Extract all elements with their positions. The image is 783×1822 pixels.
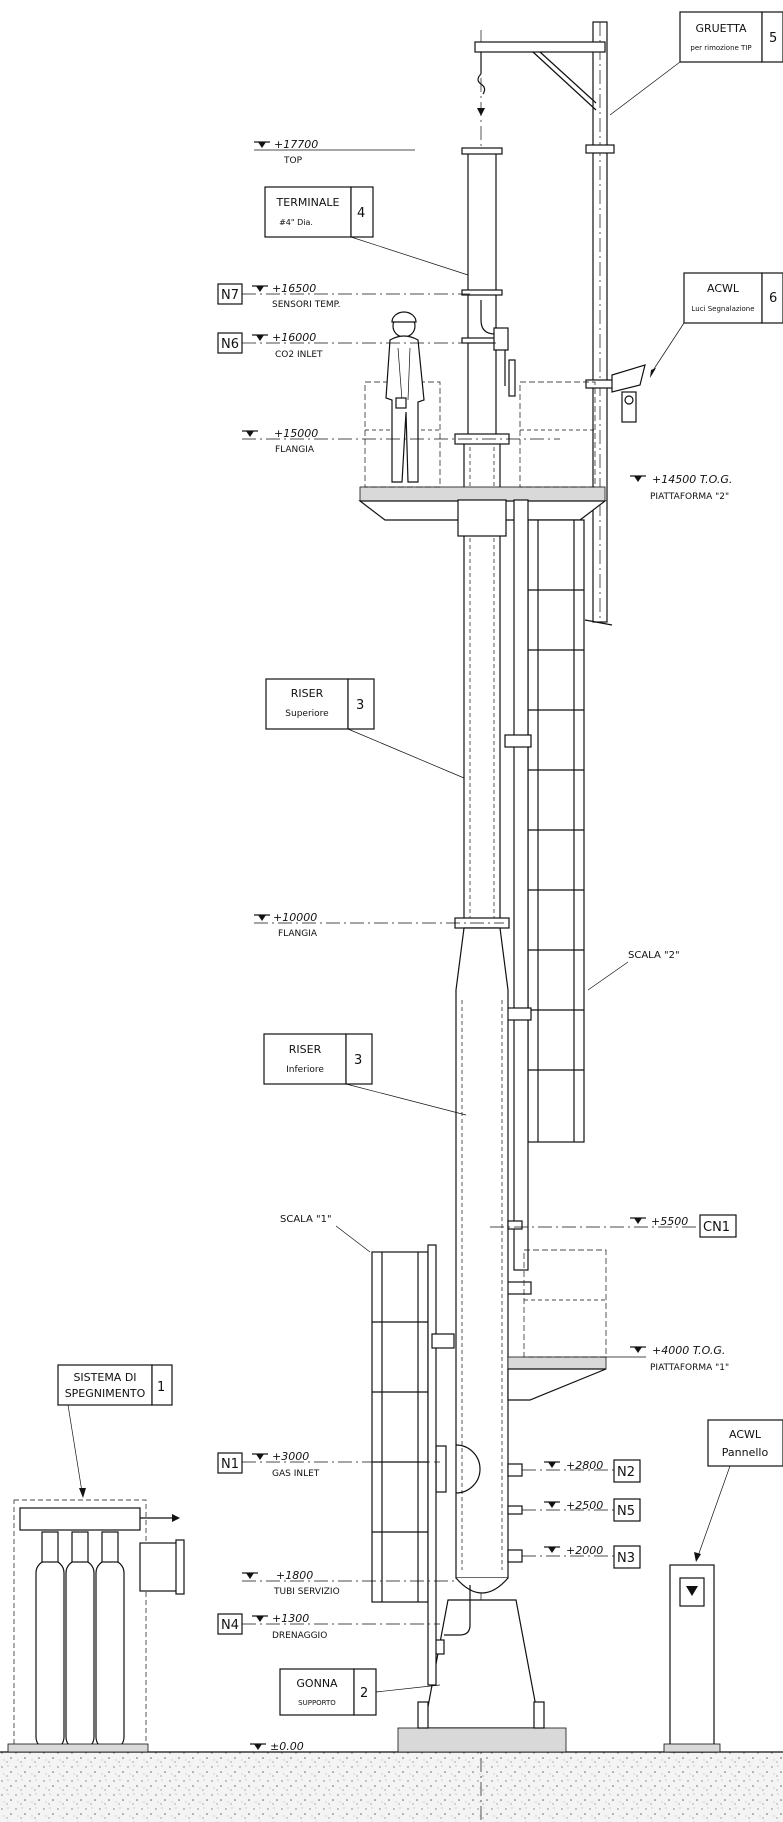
platform-1 <box>507 1249 607 1401</box>
elevation-flangia-middle: +10000 FLANGIA <box>253 911 504 939</box>
elev-n3-value: +2000 <box>566 1544 603 1557</box>
skirt-support <box>397 1585 567 1753</box>
elev-n5-value: +2500 <box>566 1499 603 1512</box>
elev-top-value: +17700 <box>274 138 318 151</box>
scala-2-label: SCALA "2" <box>587 950 680 991</box>
callout-riser-inferiore: RISER Inferiore 3 <box>263 1033 467 1116</box>
nozzle-tag-n6: N6 <box>221 337 239 352</box>
elev-n7-label: SENSORI TEMP. <box>272 300 341 310</box>
acwl-panel-subtitle: Pannello <box>722 1446 769 1459</box>
callout-6-number: 6 <box>769 291 777 306</box>
elev-n4-value: +1300 <box>272 1612 309 1625</box>
platform-2 <box>358 381 607 537</box>
callout-3a-number: 3 <box>356 698 364 713</box>
ladder-1 <box>371 1244 455 1686</box>
elevation-n1: N1 +3000 GAS INLET <box>217 1450 440 1479</box>
elevation-platform-1: +4000 T.O.G. PIATTAFORMA "1" <box>600 1344 729 1373</box>
elev-platform1-value: +4000 T.O.G. <box>652 1344 725 1357</box>
nozzle-tag-n3: N3 <box>617 1551 635 1566</box>
callout-5-number: 5 <box>769 31 777 46</box>
elev-n6-value: +16000 <box>272 331 316 344</box>
callout-3b-number: 3 <box>354 1053 362 1068</box>
elevation-platform-2: +14500 T.O.G. PIATTAFORMA "2" <box>629 473 732 502</box>
elevation-n5: +2500 N5 <box>522 1498 641 1522</box>
callout-6-title: ACWL <box>707 282 740 295</box>
acwl-panel <box>663 1564 721 1753</box>
elev-servizio-label: TUBI SERVIZIO <box>273 1587 340 1597</box>
callout-gruetta: GRUETTA per rimozione TIP 5 <box>609 11 783 116</box>
callout-2-subtitle: SUPPORTO <box>298 1699 336 1707</box>
callout-3a-title: RISER <box>291 687 324 700</box>
elevation-n4: N4 +1300 DRENAGGIO <box>217 1612 440 1641</box>
elevation-ground: ±0.00 <box>249 1740 304 1753</box>
nozzle-tag-n5: N5 <box>617 1504 635 1519</box>
callout-riser-superiore: RISER Superiore 3 <box>265 678 465 779</box>
callout-4-number: 4 <box>357 206 365 221</box>
elevation-cn1: +5500 CN1 <box>490 1214 737 1238</box>
callout-terminale: TERMINALE #4" Dia. 4 <box>264 186 469 276</box>
callout-4-title: TERMINALE <box>276 196 340 209</box>
elev-n7-value: +16500 <box>272 282 316 295</box>
elevation-flangia-upper: +15000 FLANGIA <box>241 427 560 455</box>
callout-1-number: 1 <box>157 1380 165 1395</box>
callout-3b-subtitle: Inferiore <box>286 1065 324 1075</box>
callout-acwl-pannello: ACWL Pannello <box>694 1419 783 1562</box>
elev-n4-label: DRENAGGIO <box>272 1631 327 1641</box>
callout-5-title: GRUETTA <box>695 22 747 35</box>
elev-flangia-mid-label: FLANGIA <box>278 929 318 939</box>
callout-gonna: GONNA SUPPORTO 2 <box>279 1668 441 1716</box>
elevation-n7: N7 +16500 SENSORI TEMP. <box>217 282 470 310</box>
callout-2-number: 2 <box>360 1686 368 1701</box>
nozzle-tag-n4: N4 <box>221 1618 239 1633</box>
elev-servizio-value: +1800 <box>276 1569 313 1582</box>
nozzle-tag-n2: N2 <box>617 1465 635 1480</box>
co2-inlet-piping <box>480 300 516 397</box>
nozzle-tag-n7: N7 <box>221 288 239 303</box>
callout-5-subtitle: per rimozione TIP <box>690 44 751 52</box>
callout-3a-subtitle: Superiore <box>285 709 329 719</box>
callout-6-subtitle: Luci Segnalazione <box>691 305 754 313</box>
nozzle-tag-cn1: CN1 <box>703 1220 730 1235</box>
nozzle-tag-n1: N1 <box>221 1457 239 1472</box>
elev-cn1-value: +5500 <box>651 1215 688 1228</box>
elev-flangia-mid-value: +10000 <box>273 911 317 924</box>
elevation-top: +17700 TOP <box>253 138 415 166</box>
elev-flangia-up-value: +15000 <box>274 427 318 440</box>
callout-4-subtitle: #4" Dia. <box>279 218 313 227</box>
davit <box>474 21 615 626</box>
acwl-panel-title: ACWL <box>729 1428 762 1441</box>
acwl-light <box>611 364 646 423</box>
elev-platform2-value: +14500 T.O.G. <box>652 473 732 486</box>
elevation-n3: +2000 N3 <box>522 1544 641 1569</box>
elev-platform2-label: PIATTAFORMA "2" <box>650 492 729 502</box>
callout-sistema-spegnimento: SISTEMA DI SPEGNIMENTO 1 <box>57 1364 173 1498</box>
callout-3b-title: RISER <box>289 1043 322 1056</box>
elev-top-label: TOP <box>283 156 303 166</box>
elev-n1-value: +3000 <box>272 1450 309 1463</box>
scala-1-text: SCALA "1" <box>280 1214 332 1225</box>
elev-n2-value: +2800 <box>566 1459 603 1472</box>
elev-platform1-label: PIATTAFORMA "1" <box>650 1363 729 1373</box>
ladder-2 <box>504 499 585 1295</box>
terminal-pipe <box>461 147 503 439</box>
elevation-n6: N6 +16000 CO2 INLET <box>217 331 500 360</box>
lower-riser <box>455 927 509 1594</box>
elev-ground-value: ±0.00 <box>270 1740 304 1753</box>
elevation-n2: +2800 N2 <box>522 1459 641 1483</box>
scala-1-label: SCALA "1" <box>280 1214 371 1253</box>
elev-n1-label: GAS INLET <box>272 1469 320 1479</box>
worker-figure <box>385 311 425 483</box>
callout-2-title: GONNA <box>296 1677 338 1690</box>
ground-fill <box>0 1752 783 1822</box>
suppression-system <box>7 1499 185 1753</box>
callout-acwl-luci: ACWL Luci Segnalazione 6 <box>650 272 783 378</box>
scala-2-text: SCALA "2" <box>628 950 680 961</box>
callout-1-line2: SPEGNIMENTO <box>65 1387 146 1400</box>
elev-flangia-up-label: FLANGIA <box>275 445 315 455</box>
callout-1-line1: SISTEMA DI <box>73 1371 136 1384</box>
elev-n6-label: CO2 INLET <box>275 350 323 360</box>
elevation-servizio: +1800 TUBI SERVIZIO <box>241 1569 456 1597</box>
